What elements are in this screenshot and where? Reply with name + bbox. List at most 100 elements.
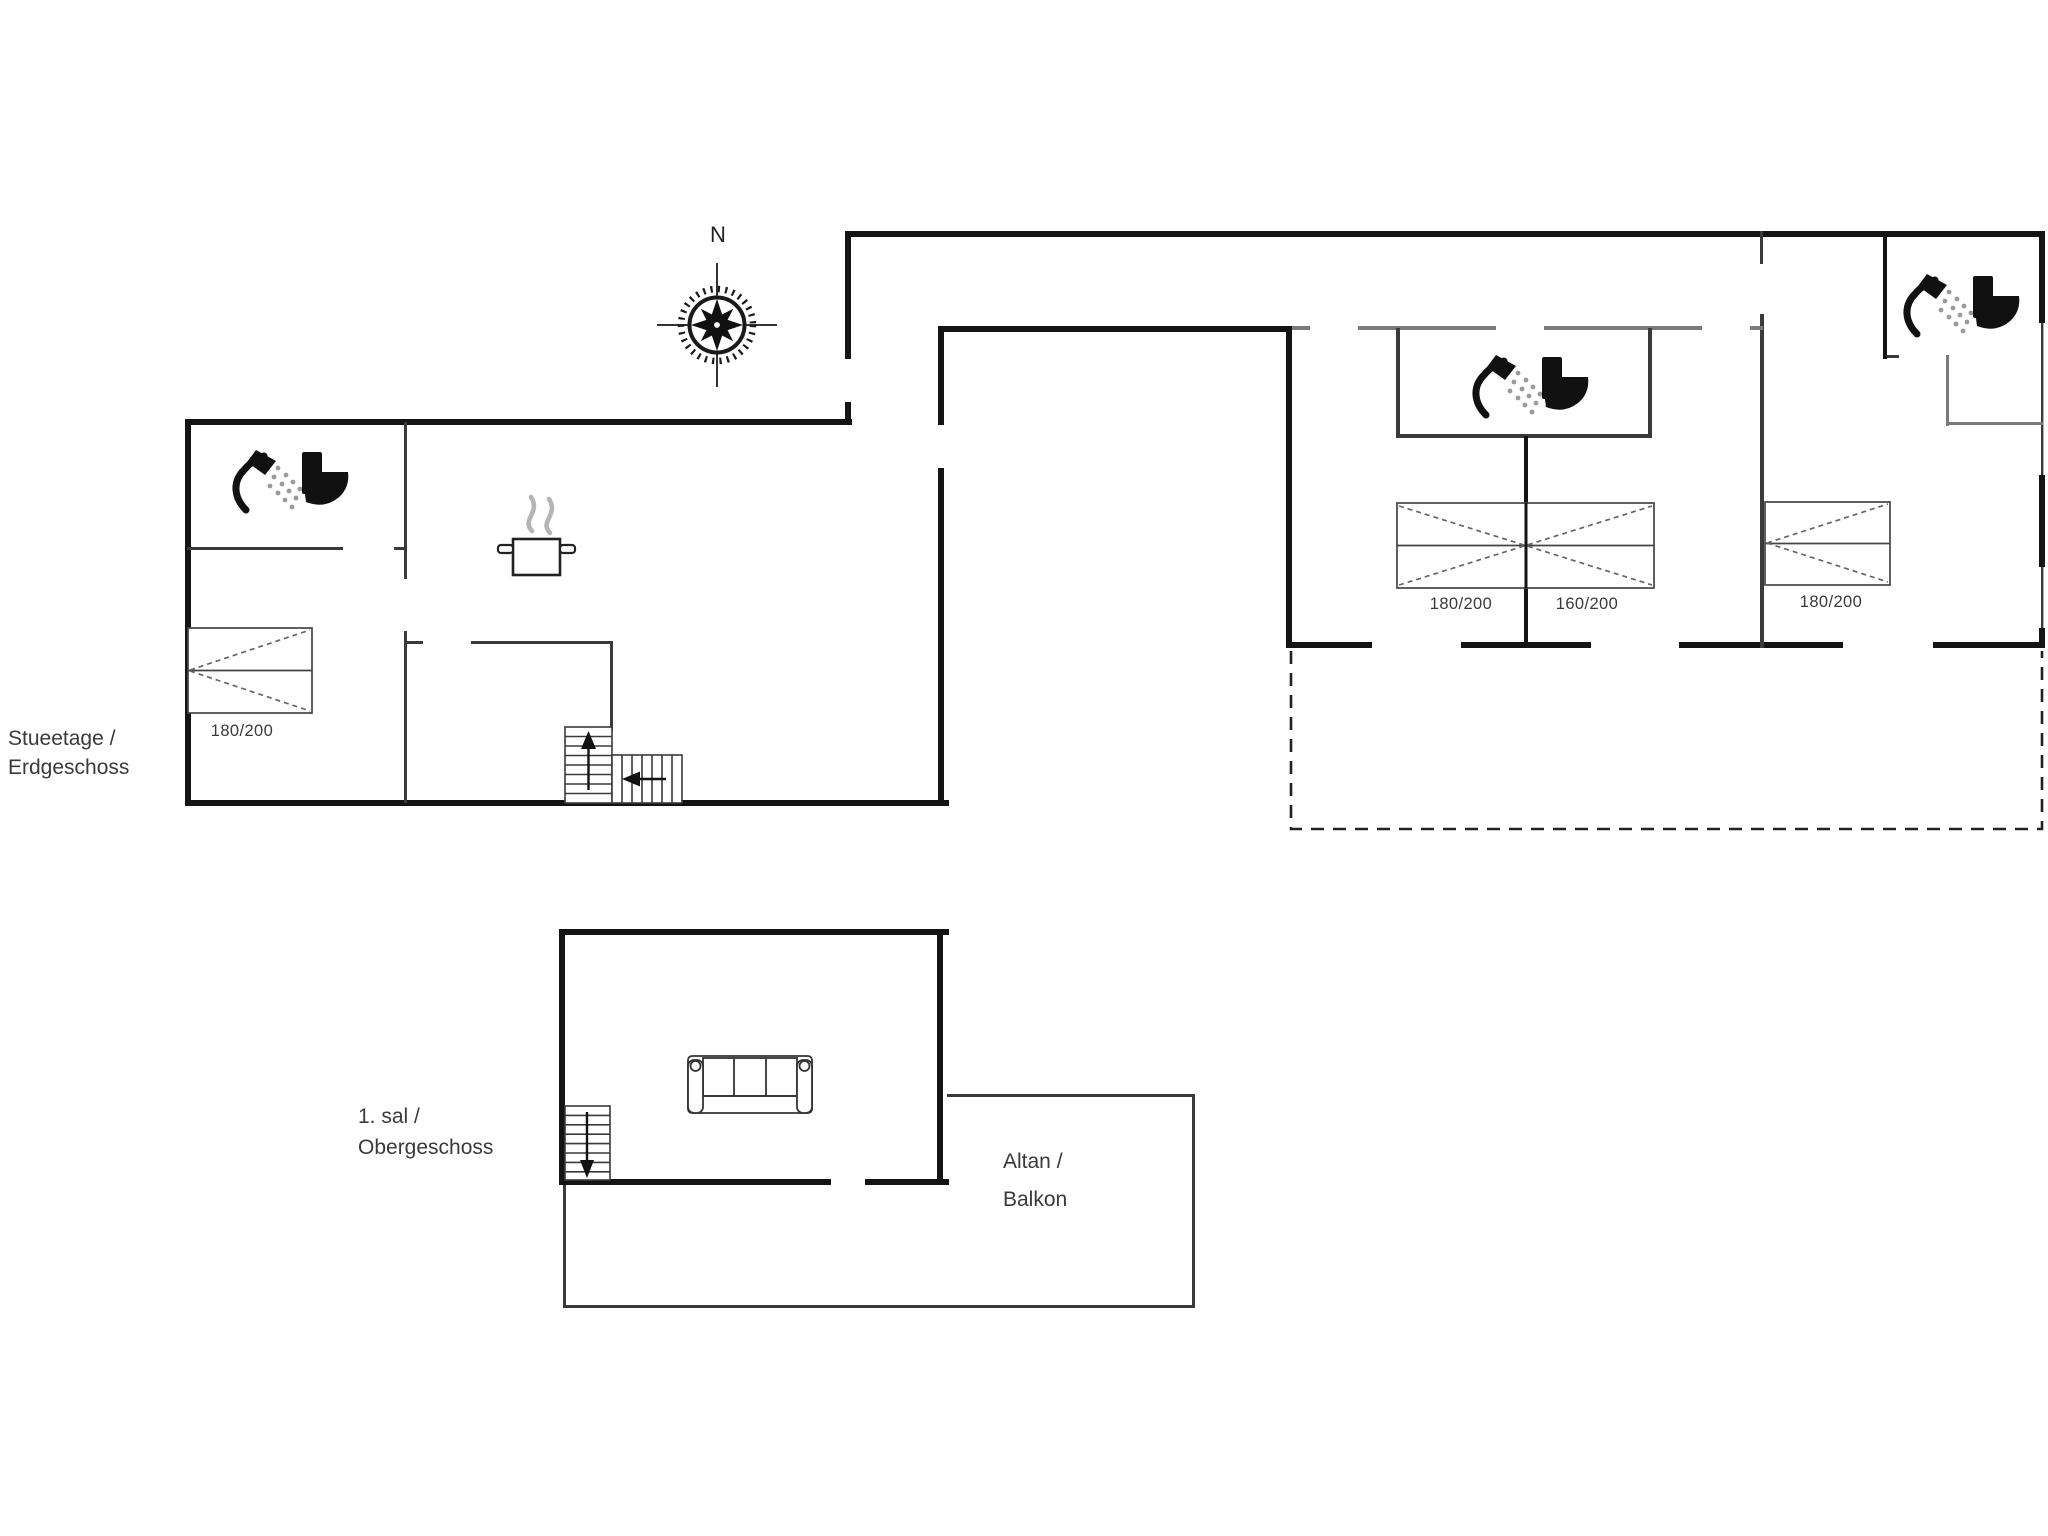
wall-segment xyxy=(1946,422,2043,425)
sofa-arm xyxy=(687,1059,704,1114)
wall-segment xyxy=(2039,231,2045,323)
wall-segment xyxy=(845,231,2045,237)
wall-segment xyxy=(947,1094,1195,1097)
wall-segment xyxy=(563,1305,1195,1308)
stair-arrowhead-up xyxy=(581,731,596,749)
sofa-arm xyxy=(796,1059,813,1114)
ground-floor-label-line2: Erdgeschoss xyxy=(8,756,130,779)
sofa-arm-scroll xyxy=(689,1060,702,1072)
bed-diagonal xyxy=(1766,542,1889,583)
steam-wisp xyxy=(526,494,537,534)
sofa-cushions xyxy=(702,1057,798,1097)
upper-floor-label: 1. sal / Obergeschoss xyxy=(358,1101,493,1163)
bed-diagonal xyxy=(189,670,311,712)
compass-star xyxy=(691,299,743,351)
wall-segment xyxy=(563,1185,566,1305)
wall-segment xyxy=(1648,328,1652,438)
wall-segment xyxy=(394,547,407,550)
toilet-shower-icon xyxy=(1907,274,2019,334)
pot-body xyxy=(511,537,562,577)
wall-segment xyxy=(1286,642,1372,648)
wall-segment xyxy=(1396,328,1400,438)
pot-handle xyxy=(496,543,515,555)
bed-diagonal xyxy=(1398,505,1653,586)
wall-segment xyxy=(938,326,1292,332)
wall-segment xyxy=(1933,642,2045,648)
wall-segment xyxy=(559,929,565,1185)
wall-segment xyxy=(1946,355,1949,426)
wall-segment xyxy=(2039,475,2045,567)
wall-segment xyxy=(1286,326,1292,648)
wall-segment xyxy=(559,1179,831,1185)
upper-floor xyxy=(559,929,1195,1308)
wall-segment xyxy=(2039,628,2045,648)
upper-floor-label-line2: Obergeschoss xyxy=(358,1136,494,1159)
sofa-arm-scroll xyxy=(798,1060,811,1072)
wall-segment xyxy=(1358,326,1496,330)
upper-stairs xyxy=(564,1105,611,1181)
ground-floor xyxy=(185,231,2045,831)
double-bed xyxy=(1396,502,1655,589)
balcony-label-line1: Altan / xyxy=(1003,1150,1063,1173)
wall-segment xyxy=(610,641,613,730)
stair-arrowhead-left xyxy=(622,771,640,787)
wall-segment xyxy=(865,1179,949,1185)
wall-segment xyxy=(1760,314,1764,648)
compass-hub xyxy=(712,320,722,330)
stair-arrowhead-down xyxy=(580,1160,594,1178)
wall-segment xyxy=(1750,326,1763,330)
wall-segment xyxy=(1292,326,1310,330)
bed-diagonal xyxy=(189,629,311,671)
hallway-partitions xyxy=(1292,326,2043,426)
bed-size-label: 160/200 xyxy=(1555,595,1619,613)
ground-left-bed xyxy=(187,627,313,714)
ground-interior-walls xyxy=(187,231,1899,803)
wall-segment xyxy=(407,641,423,644)
wall-segment xyxy=(185,419,852,425)
wall-segment xyxy=(938,326,944,425)
toilet-shower-icon xyxy=(1476,355,1588,415)
bed-size-label: 180/200 xyxy=(210,722,274,740)
stove-icon xyxy=(496,494,577,577)
sofa-icon xyxy=(687,1055,813,1114)
wall-segment xyxy=(404,422,407,579)
balcony-label-line2: Balkon xyxy=(1003,1188,1068,1211)
wall-segment xyxy=(1883,355,1899,358)
wall-segment xyxy=(187,547,343,550)
wall-segment xyxy=(938,468,944,806)
balcony-walls xyxy=(563,1094,1195,1308)
wall-segment xyxy=(1192,1094,1195,1308)
balcony-label: Altan / Balkon xyxy=(1003,1143,1067,1219)
bed-diagonal xyxy=(1398,505,1653,586)
compass-rose-icon xyxy=(657,263,777,387)
bed-size-label: 180/200 xyxy=(1799,593,1863,611)
wall-segment xyxy=(471,641,613,644)
wall-segment xyxy=(1760,231,1763,264)
wall-segment xyxy=(937,929,943,1185)
upper-floor-label-line1: 1. sal / xyxy=(358,1105,420,1128)
ground-floor-label-line1: Stueetage / xyxy=(8,727,116,750)
right-bathroom-wall xyxy=(1883,231,1887,359)
wall-segment xyxy=(845,402,851,425)
terrace-dashed-outline xyxy=(1289,651,2044,831)
toilet-shower-icon xyxy=(236,450,348,510)
ground-floor-label: Stueetage / Erdgeschoss xyxy=(8,724,129,782)
bed-diagonal xyxy=(1766,503,1889,544)
ground-stairs xyxy=(564,726,683,804)
steam-wisp xyxy=(544,496,555,536)
bed-size-label: 180/200 xyxy=(1429,595,1493,613)
north-label: N xyxy=(710,222,726,247)
upper-exterior-walls xyxy=(559,929,949,1185)
pot-handle xyxy=(558,543,577,555)
compass-dotted-ring xyxy=(677,285,757,365)
wall-segment xyxy=(559,929,949,935)
wall-segment xyxy=(185,419,191,806)
right-bedroom-bed xyxy=(1764,501,1891,586)
wall-segment xyxy=(845,231,851,359)
middle-bathroom-walls xyxy=(1396,328,1652,438)
window-line xyxy=(2041,567,2044,628)
wall-segment xyxy=(1544,326,1702,330)
wall-segment xyxy=(404,631,407,803)
